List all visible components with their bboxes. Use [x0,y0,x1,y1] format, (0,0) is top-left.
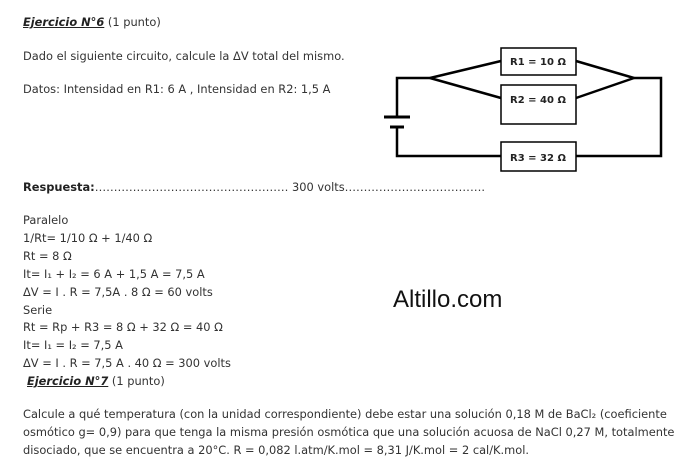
answer-dots-left: …………………………………………… [94,180,289,194]
solution-line: 1/Rt= 1/10 Ω + 1/40 Ω [23,231,153,245]
resistor-r1-label: R1 = 10 Ω [510,57,566,68]
exercise-6-data: Datos: Intensidad en R1: 6 A , Intensida… [23,82,331,96]
exercise-6-title: Ejercicio N°6 [23,15,105,29]
wire-left-to-r1 [429,59,502,80]
resistor-r2-label: R2 = 40 Ω [510,95,566,106]
solution-line: Paralelo [23,213,69,227]
answer-label: Respuesta: [23,180,95,194]
answer-value: 300 volts [288,180,345,194]
exercise-6-statement: Dado el siguiente circuito, calcule la Δ… [23,49,345,63]
exercise-7-title: Ejercicio N°7 [27,374,109,388]
solution-line: Rt = Rp + R3 = 8 Ω + 32 Ω = 40 Ω [23,320,223,334]
solution-line: Rt = 8 Ω [23,249,72,263]
circuit-wires [395,59,663,158]
solution-line: ΔV = I . R = 7,5A . 8 Ω = 60 volts [23,285,213,299]
exercise-6-heading: Ejercicio N°6 (1 punto) [23,15,161,29]
wire-bottom-left [395,130,501,158]
wire-top-left [395,76,430,105]
exercise-7-heading: Ejercicio N°7 (1 punto) [27,374,165,388]
watermark: Altillo.com [393,286,503,313]
wire-r2-to-right [575,76,635,100]
answer-line: Respuesta:…………………………………………… 300 volts………… [23,180,485,194]
resistor-r2-box [500,84,577,125]
wire-right-down [576,76,663,158]
solution-line: It= I₁ + I₂ = 6 A + 1,5 A = 7,5 A [23,267,205,281]
exercise-6-points: (1 punto) [104,15,161,29]
wire-left-to-r2 [429,76,502,100]
answer-dots-right: ………………………………. [344,180,485,194]
solution-line: ΔV = I . R = 7,5 A . 40 Ω = 300 volts [23,356,231,370]
solution-line: It= I₁ = I₂ = 7,5 A [23,338,123,352]
resistor-r3-label: R3 = 32 Ω [510,153,566,164]
resistor-r1-box [500,47,577,76]
resistor-r3-box [500,141,577,172]
solution-line: Serie [23,303,53,317]
exercise-7-statement: Calcule a qué temperatura (con la unidad… [23,407,675,457]
exercise-7-points: (1 punto) [108,374,165,388]
wire-r1-to-right [575,59,635,80]
